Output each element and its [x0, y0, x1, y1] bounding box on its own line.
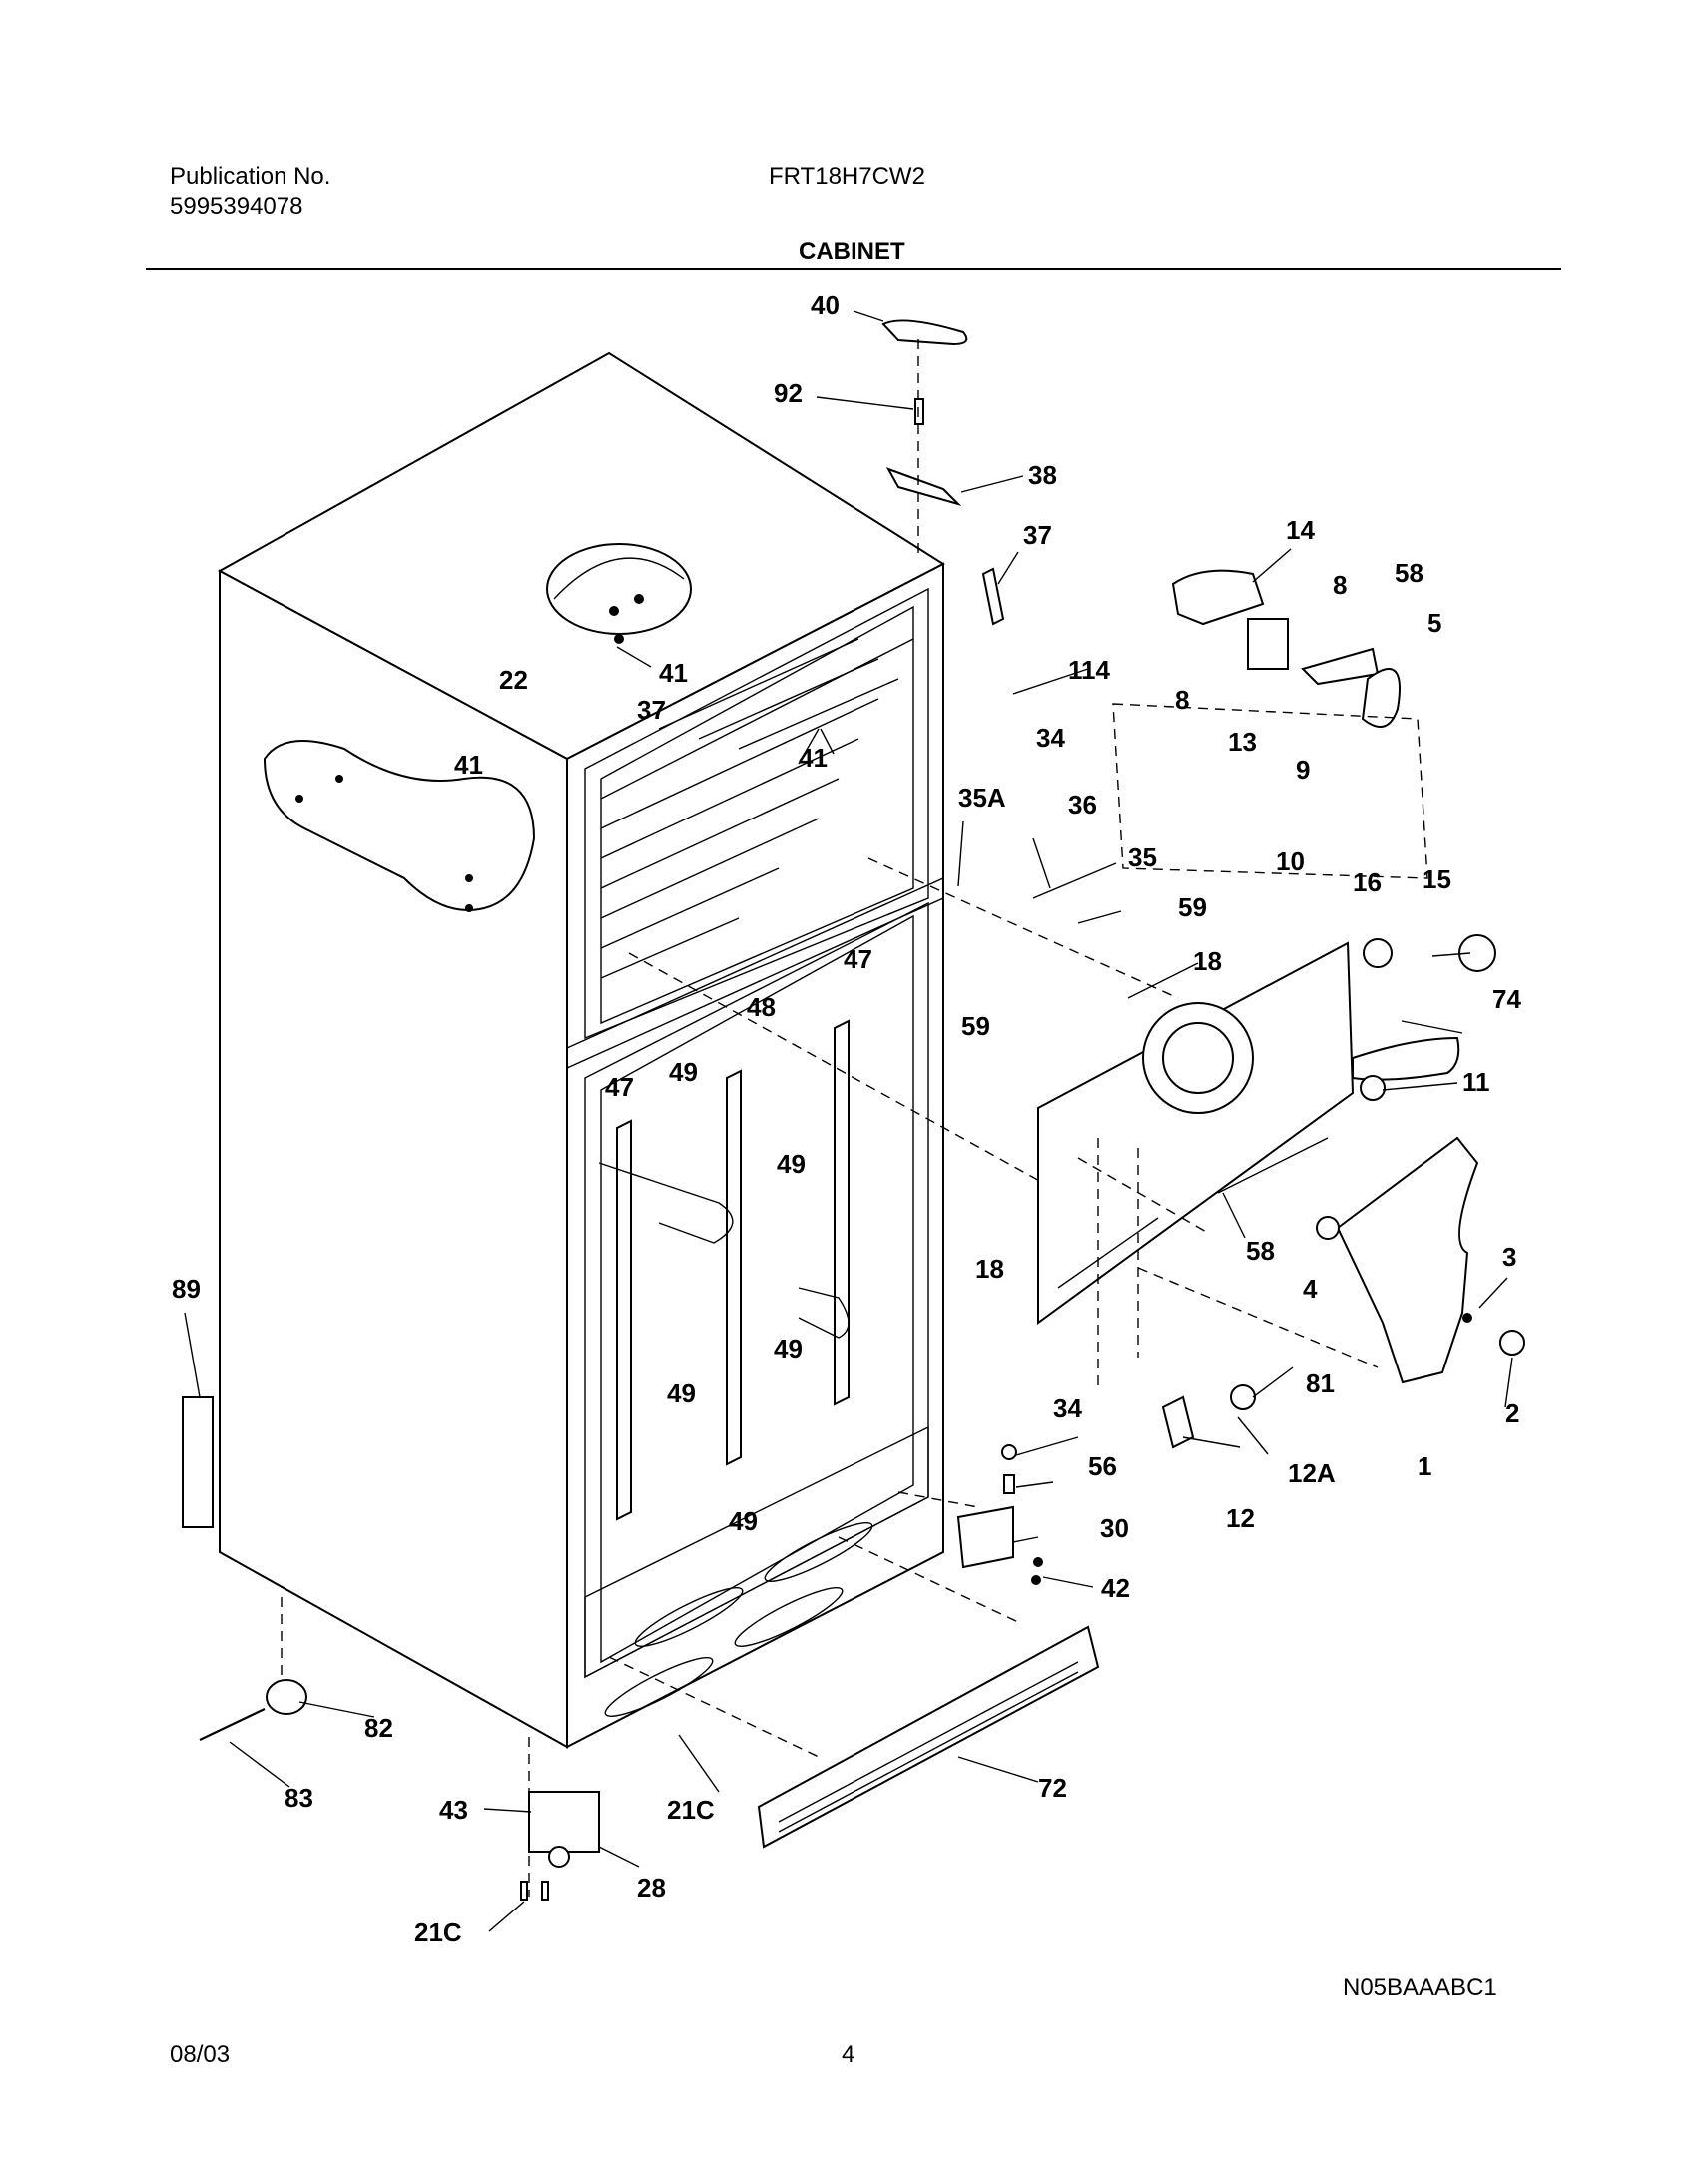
top-hinge-parts	[881, 319, 1005, 626]
fan-motor-parts	[1112, 569, 1428, 879]
callout-35A: 35A	[958, 783, 1006, 813]
callout-48: 48	[747, 992, 776, 1022]
callout-49: 49	[669, 1057, 698, 1087]
freezer-ribs	[600, 638, 914, 979]
kick-grille	[757, 1625, 1100, 1849]
callout-41: 41	[659, 658, 688, 688]
callout-41-b: 41	[454, 750, 483, 780]
callout-49-c: 49	[774, 1334, 803, 1364]
callout-30: 30	[1100, 1513, 1129, 1543]
callout-82: 82	[364, 1713, 393, 1743]
footer-date: 08/03	[170, 2041, 231, 2068]
callout-35: 35	[1128, 842, 1157, 872]
callout-49-b: 49	[777, 1149, 806, 1179]
drawing-code: N05BAAABC1	[1343, 1974, 1497, 2001]
publication-label: Publication No.	[170, 163, 331, 190]
callout-49-e: 49	[729, 1506, 758, 1536]
callout-22: 22	[499, 665, 528, 695]
light-housing-parts	[1161, 934, 1525, 1449]
callout-89: 89	[172, 1274, 201, 1304]
bracket-89	[182, 1396, 214, 1528]
callout-36: 36	[1068, 790, 1097, 819]
callout-12A: 12A	[1288, 1458, 1336, 1488]
callout-83: 83	[285, 1783, 313, 1813]
callout-12: 12	[1226, 1503, 1255, 1533]
bottom-hinge-parts	[956, 1444, 1043, 1585]
callout-28: 28	[637, 1873, 666, 1903]
callout-9: 9	[1296, 755, 1310, 785]
callout-74: 74	[1492, 984, 1521, 1014]
callout-21C-b: 21C	[414, 1917, 462, 1947]
evaporator-cover-panel	[1037, 941, 1355, 1325]
callout-5: 5	[1427, 608, 1441, 638]
section-title: CABINET	[799, 238, 905, 265]
callout-58-b: 58	[1246, 1236, 1275, 1266]
callout-47: 47	[844, 944, 872, 974]
callout-43: 43	[439, 1795, 468, 1825]
callout-59: 59	[1178, 892, 1207, 922]
callout-41-c: 41	[799, 743, 828, 773]
leveler-roller-parts	[199, 1679, 600, 1901]
callout-10: 10	[1276, 846, 1305, 876]
callout-56: 56	[1088, 1451, 1117, 1481]
shelf-ladders	[598, 1019, 850, 1521]
callout-47-b: 47	[605, 1072, 634, 1102]
callout-18: 18	[1193, 946, 1222, 976]
page-number: 4	[842, 2041, 855, 2068]
callout-38: 38	[1028, 460, 1057, 490]
callout-1: 1	[1418, 1451, 1431, 1481]
callout-49-d: 49	[667, 1378, 696, 1408]
callout-81: 81	[1306, 1368, 1335, 1398]
callout-92: 92	[774, 378, 803, 408]
callout-40: 40	[811, 290, 840, 320]
callout-8-b: 8	[1175, 685, 1189, 715]
callout-58: 58	[1395, 558, 1423, 588]
callout-18-b: 18	[975, 1254, 1004, 1284]
callout-37: 37	[1023, 520, 1052, 550]
callout-114: 114	[1068, 655, 1110, 685]
callout-14: 14	[1286, 515, 1315, 545]
assembly-lines	[281, 857, 1379, 1897]
callout-16: 16	[1353, 867, 1382, 897]
callout-21C: 21C	[667, 1795, 715, 1825]
callout-15: 15	[1423, 864, 1451, 894]
callout-34-b: 34	[1053, 1393, 1082, 1423]
callout-42: 42	[1101, 1573, 1130, 1603]
top-cutout	[546, 543, 692, 644]
callout-8: 8	[1333, 570, 1347, 600]
callout-37-b: 37	[637, 695, 666, 725]
callout-72: 72	[1038, 1773, 1067, 1803]
callout-4: 4	[1303, 1274, 1318, 1304]
callout-34: 34	[1036, 723, 1065, 753]
header-rule	[146, 268, 1561, 270]
callout-11: 11	[1462, 1067, 1490, 1097]
callout-2: 2	[1505, 1398, 1519, 1428]
callout-13: 13	[1228, 727, 1257, 757]
publication-number: 5995394078	[170, 193, 303, 220]
callout-leaders	[184, 310, 1513, 1932]
callout-3: 3	[1502, 1242, 1516, 1272]
side-cutout	[263, 740, 536, 912]
model-number: FRT18H7CW2	[769, 163, 925, 190]
callout-labels: 40 92 38 37 14 8 58 5 41 22 37 114 41 8 …	[172, 290, 1521, 1947]
callout-59-b: 59	[961, 1011, 990, 1041]
